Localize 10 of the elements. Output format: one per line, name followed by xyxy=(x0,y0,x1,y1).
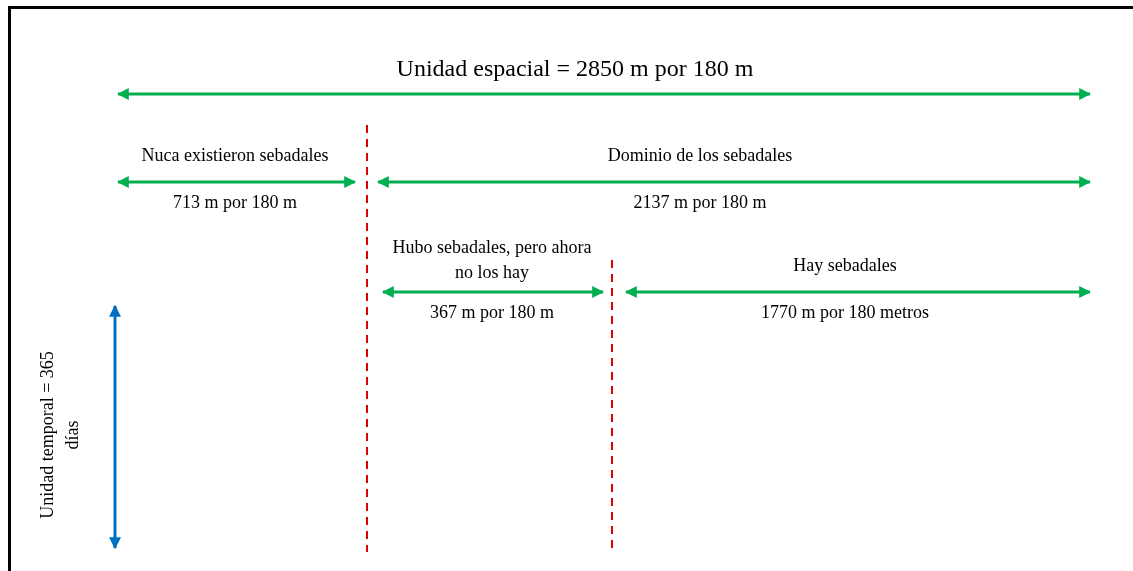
measure-label: 367 m por 180 m xyxy=(429,301,555,324)
measure-label: Hubo sebadales, pero ahora no los hay xyxy=(391,236,593,284)
measure-label: 1770 m por 180 metros xyxy=(760,301,930,324)
measure-label: Unidad espacial = 2850 m por 180 m xyxy=(395,54,755,83)
measure-label: 2137 m por 180 m xyxy=(632,191,768,214)
measure-label: 713 m por 180 m xyxy=(172,191,298,214)
measure-label: Nuca existieron sebadales xyxy=(140,144,330,167)
measure-label: Hay sebadales xyxy=(792,254,898,277)
measure-label: Dominio de los sebadales xyxy=(606,144,794,167)
measure-label: Unidad temporal = 365 días xyxy=(36,350,83,521)
